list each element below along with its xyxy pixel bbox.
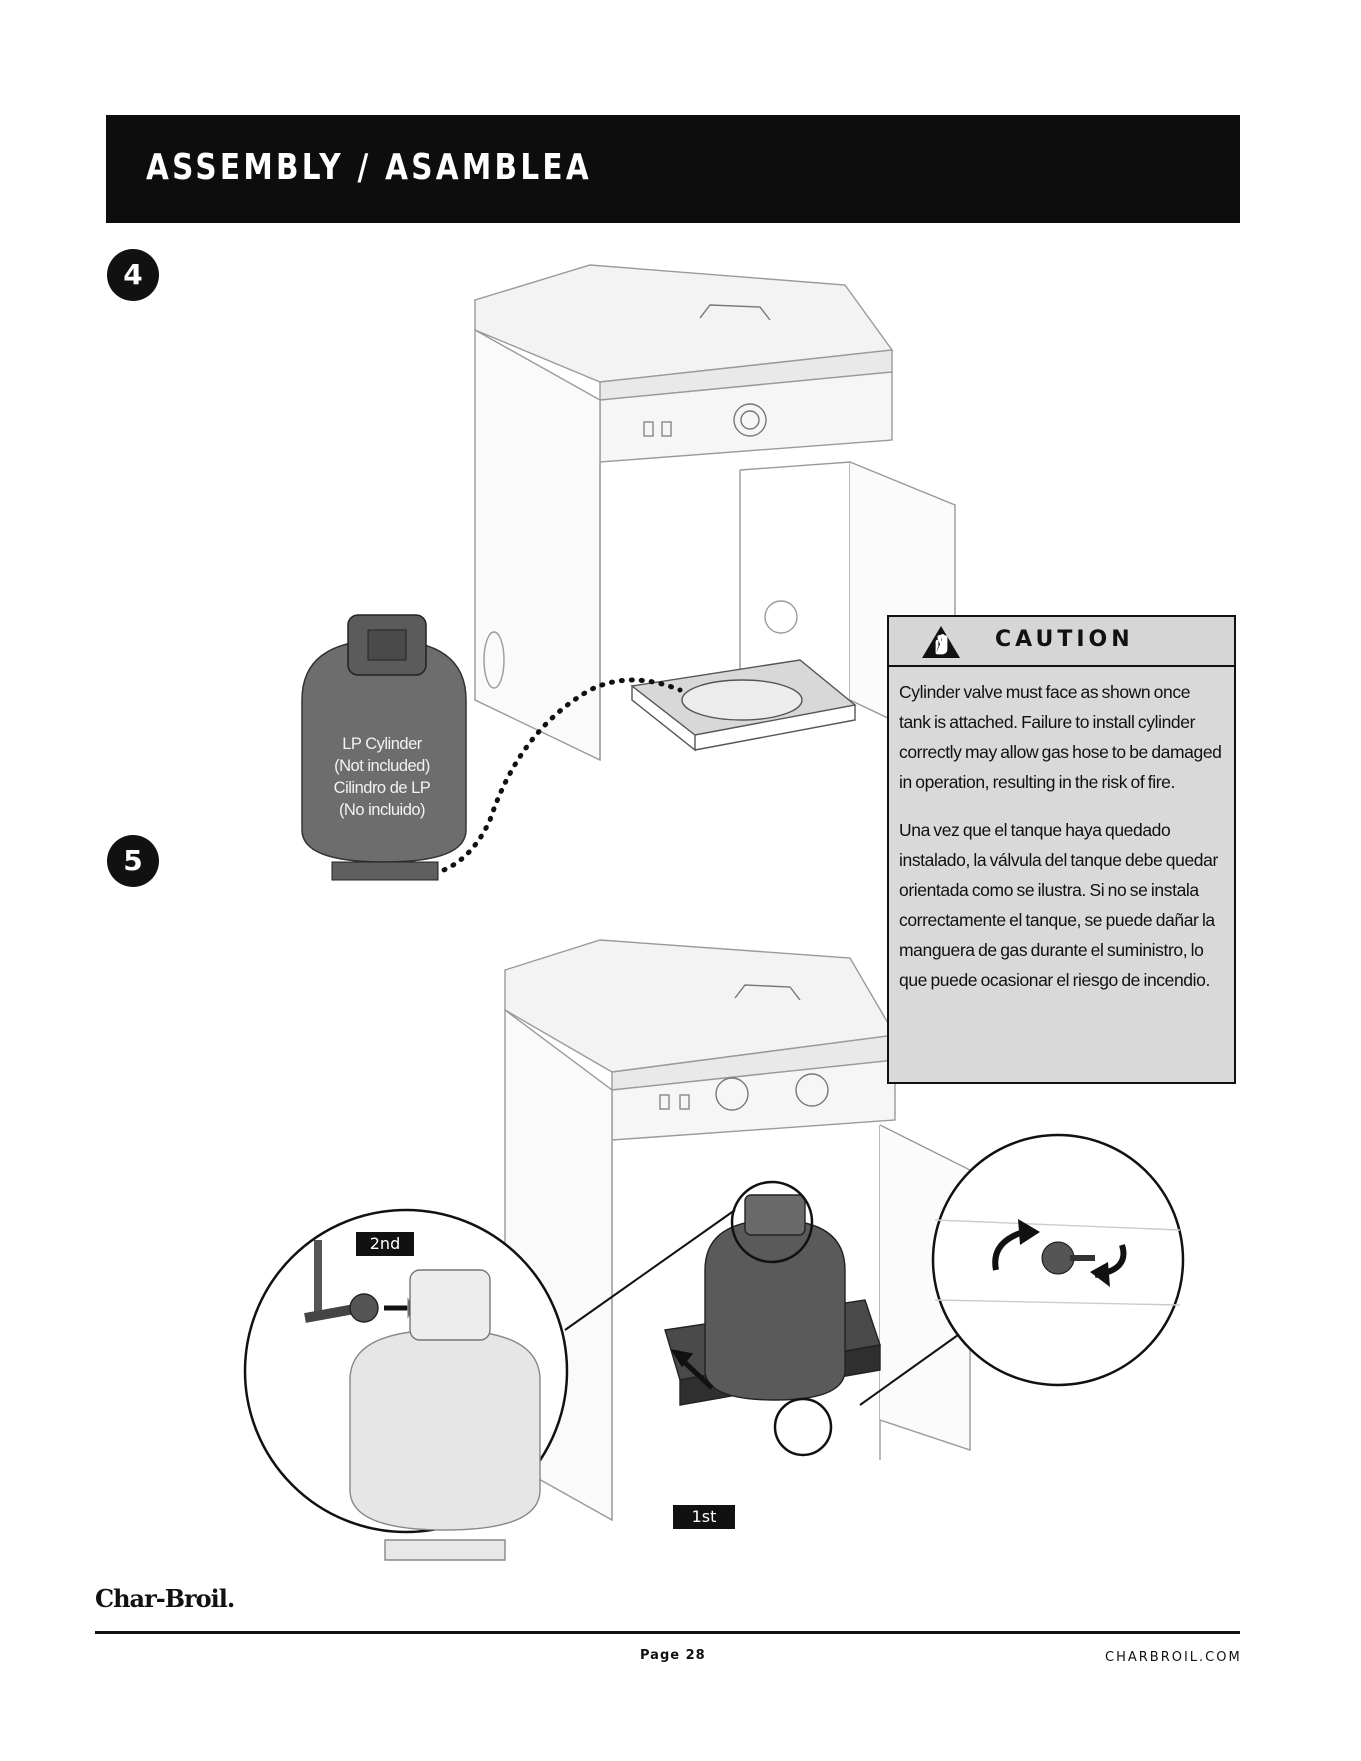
caution-body: Cylinder valve must face as shown once t… — [889, 667, 1234, 995]
caution-title: CAUTION — [995, 627, 1134, 652]
step-first-tag: 1st — [673, 1505, 735, 1529]
step-second-tag: 2nd — [356, 1232, 414, 1256]
lp-cylinder-illustration — [301, 614, 467, 881]
brand-logo: Char-Broil. — [95, 1584, 235, 1613]
tank-label-line-3: Cilindro de LP — [333, 779, 431, 797]
step-5-badge: 5 — [107, 835, 159, 887]
tank-label-line-4: (No incluido) — [338, 801, 426, 819]
step-4-badge: 4 — [107, 249, 159, 301]
warning-hand-icon — [922, 626, 960, 658]
caution-header: CAUTION — [889, 617, 1234, 667]
caution-text-english: Cylinder valve must face as shown once t… — [899, 682, 1222, 792]
caution-box: CAUTION Cylinder valve must face as show… — [887, 615, 1236, 1084]
footer-divider — [95, 1631, 1240, 1634]
caution-text-spanish: Una vez que el tanque haya quedado insta… — [899, 820, 1218, 990]
tank-label-line-2: (Not included) — [334, 757, 430, 775]
rotate-arrows-icon — [992, 1219, 1127, 1287]
lp-cylinder-label: LP Cylinder (Not included) Cilindro de L… — [302, 733, 462, 821]
section-title: ASSEMBLY / ASAMBLEA — [146, 147, 592, 188]
section-header: ASSEMBLY / ASAMBLEA — [106, 115, 1240, 223]
tank-label-line-1: LP Cylinder — [342, 735, 422, 753]
page-number: Page 28 — [640, 1648, 706, 1663]
website-url: CHARBROIL.COM — [1105, 1650, 1242, 1665]
